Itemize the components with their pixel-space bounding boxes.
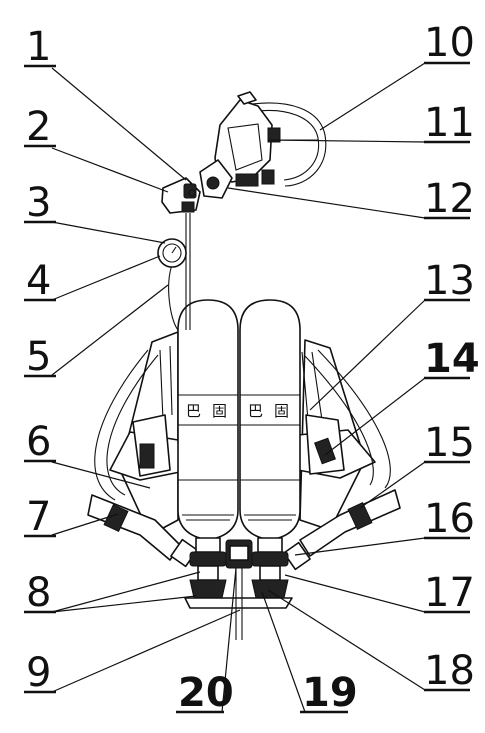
callout-2: 2	[26, 104, 51, 150]
callout-17: 17	[424, 570, 475, 616]
callout-15: 15	[424, 420, 475, 466]
cylinder-valves	[184, 537, 293, 640]
cylinder-right: 巴 固	[239, 299, 301, 541]
pressure-gauge	[157, 238, 187, 268]
cylinder-left-label-2: 固	[212, 402, 227, 420]
callout-12: 12	[424, 176, 475, 222]
callout-18: 18	[424, 648, 475, 694]
callout-5: 5	[26, 334, 51, 380]
callout-3: 3	[26, 180, 51, 226]
callout-1: 1	[26, 24, 51, 70]
callout-11: 11	[424, 100, 475, 146]
callout-4: 4	[26, 258, 51, 304]
callout-7: 7	[26, 494, 51, 540]
callout-9: 9	[26, 650, 51, 696]
callout-20: 20	[178, 670, 234, 716]
callout-8: 8	[26, 570, 51, 616]
callout-13: 13	[424, 258, 475, 304]
face-mask	[199, 91, 327, 199]
cylinder-right-label-1: 巴	[248, 402, 263, 420]
cylinder-left: 巴 固	[177, 299, 239, 541]
leader-lines	[51, 62, 426, 713]
hoses	[168, 213, 191, 331]
apparatus-drawing: 巴 固 巴 固	[87, 91, 401, 640]
callout-numbers: 1 2 3 4 5 6 7 8 9 10 11 12 13 14 15 16 1…	[24, 20, 480, 716]
callout-10: 10	[424, 20, 475, 66]
callout-19: 19	[302, 670, 358, 716]
callout-6: 6	[26, 419, 51, 465]
cylinder-left-label-1: 巴	[186, 402, 201, 420]
demand-regulator	[161, 177, 201, 214]
cylinder-right-label-2: 固	[274, 402, 289, 420]
callout-14: 14	[424, 336, 480, 382]
harness-straps	[87, 349, 401, 571]
callout-16: 16	[424, 496, 475, 542]
